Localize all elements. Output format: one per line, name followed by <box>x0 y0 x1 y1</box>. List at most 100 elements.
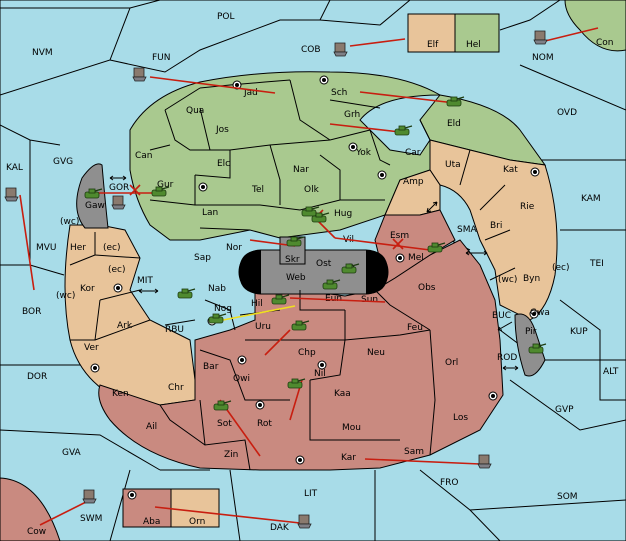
territory-label: Aba <box>143 517 160 527</box>
fleet-unit <box>82 489 97 504</box>
territory-label: Chp <box>298 348 316 358</box>
sea-label: BOR <box>22 307 41 317</box>
sea-label: SMA <box>457 225 477 235</box>
sea-label: KAM <box>581 194 601 204</box>
territory-label: Uta <box>445 160 461 170</box>
territory-label: Mel <box>408 253 424 263</box>
fleet-unit <box>333 42 348 57</box>
sea-label: COB <box>301 45 321 55</box>
army-unit <box>427 242 446 253</box>
territory-label: Qua <box>186 106 204 116</box>
territory-label: Bri <box>490 221 502 231</box>
supply-center <box>127 490 137 500</box>
sea-label: NVM <box>32 48 53 58</box>
territory-label: Skr <box>285 255 300 265</box>
territory-label: Byn <box>523 274 540 284</box>
army-unit <box>177 288 196 299</box>
army-unit <box>271 294 290 305</box>
territory-label: Hel <box>466 40 481 50</box>
sea-label: RBU <box>165 325 184 335</box>
territory-label: Car <box>405 148 421 158</box>
territory-label: Web <box>286 273 306 283</box>
sea-label: SWM <box>80 514 102 524</box>
supply-center <box>237 355 247 365</box>
territory-label: Lan <box>202 208 218 218</box>
territory-label: Grh <box>344 110 360 120</box>
territory-label: Sch <box>331 88 347 98</box>
fleet-unit <box>132 67 147 82</box>
territory-label: Elc <box>217 159 230 169</box>
sea-label: GOR <box>109 183 129 193</box>
territory-label: Pir <box>525 327 537 337</box>
territory-label: Feu <box>407 323 423 333</box>
sea-label: LIT <box>304 489 318 499</box>
territory-label: Qwi <box>233 374 250 384</box>
tan-region <box>64 139 558 406</box>
territory-label: Ark <box>117 321 133 331</box>
fleet-unit <box>533 30 548 45</box>
sea-labels: POL NVM FUN COB NOM OVD KAL GVG GOR MVU … <box>6 12 619 533</box>
territory-label: Jad <box>243 88 258 98</box>
territory-label: Hug <box>334 209 352 219</box>
territory-label: Nar <box>293 165 309 175</box>
territory-label: Ost <box>316 259 332 269</box>
territory-label: Jos <box>215 125 229 135</box>
territory-label: Chr <box>168 383 184 393</box>
army-unit <box>208 313 227 324</box>
sea-label: GVA <box>62 448 82 458</box>
army-unit <box>286 236 305 247</box>
connection-markers <box>109 175 519 371</box>
coast-marker: (ec) <box>108 265 126 275</box>
army-unit <box>528 343 547 354</box>
sea-label: SOM <box>557 492 578 502</box>
units <box>4 30 548 529</box>
territory-label: Mou <box>342 423 361 433</box>
supply-center <box>317 360 327 370</box>
territory-label: Con <box>596 38 614 48</box>
coast-marker: (wc) <box>498 275 517 285</box>
coast-marker: (ec) <box>103 243 121 253</box>
coast-marker: (wc) <box>60 217 79 227</box>
army-unit <box>446 96 465 107</box>
territory-label: Kor <box>80 284 95 294</box>
territory-label: Esm <box>390 231 409 241</box>
sea-label: KUP <box>570 327 588 337</box>
sea-label: ROD <box>497 353 517 363</box>
territory-label: Nab <box>208 284 226 294</box>
territory-label: Zin <box>224 450 238 460</box>
supply-centers <box>90 75 540 500</box>
territory-label: Rot <box>257 419 272 429</box>
territory-borders <box>69 79 516 471</box>
territory-label: Los <box>453 413 468 423</box>
territory-label: Eld <box>447 119 461 129</box>
supply-center <box>113 283 123 293</box>
territory-label: Hil <box>251 299 263 309</box>
order-arrows <box>19 27 599 526</box>
sea-label: GVP <box>555 405 574 415</box>
sea-label: MIT <box>137 276 153 286</box>
territory-label: Sot <box>217 419 232 429</box>
territory-label: Bar <box>203 362 219 372</box>
army-unit <box>322 279 341 290</box>
sea-label: BUC <box>492 311 511 321</box>
territory-label: Kat <box>503 165 518 175</box>
territory-labels: Jad Sch Qua Jos Grh Eld Can Elc Nar Yok … <box>27 38 614 537</box>
supply-center <box>348 142 358 152</box>
sea-label: GVG <box>53 157 73 167</box>
supply-center <box>232 80 242 90</box>
supply-center <box>377 170 387 180</box>
territory-label: Nor <box>226 243 242 253</box>
territory-label: Her <box>70 243 86 253</box>
territory-label: Gwa <box>530 308 550 318</box>
territory-label: Olk <box>304 185 320 195</box>
sea-label: DOR <box>27 372 47 382</box>
coast-marker: (wc) <box>56 291 75 301</box>
territory-label: Ken <box>112 389 129 399</box>
army-unit <box>291 320 310 331</box>
fleet-unit <box>111 195 126 210</box>
territory-label: Amp <box>403 177 424 187</box>
coast-marker: (ec) <box>552 263 570 273</box>
sea-label: KAL <box>6 163 23 173</box>
